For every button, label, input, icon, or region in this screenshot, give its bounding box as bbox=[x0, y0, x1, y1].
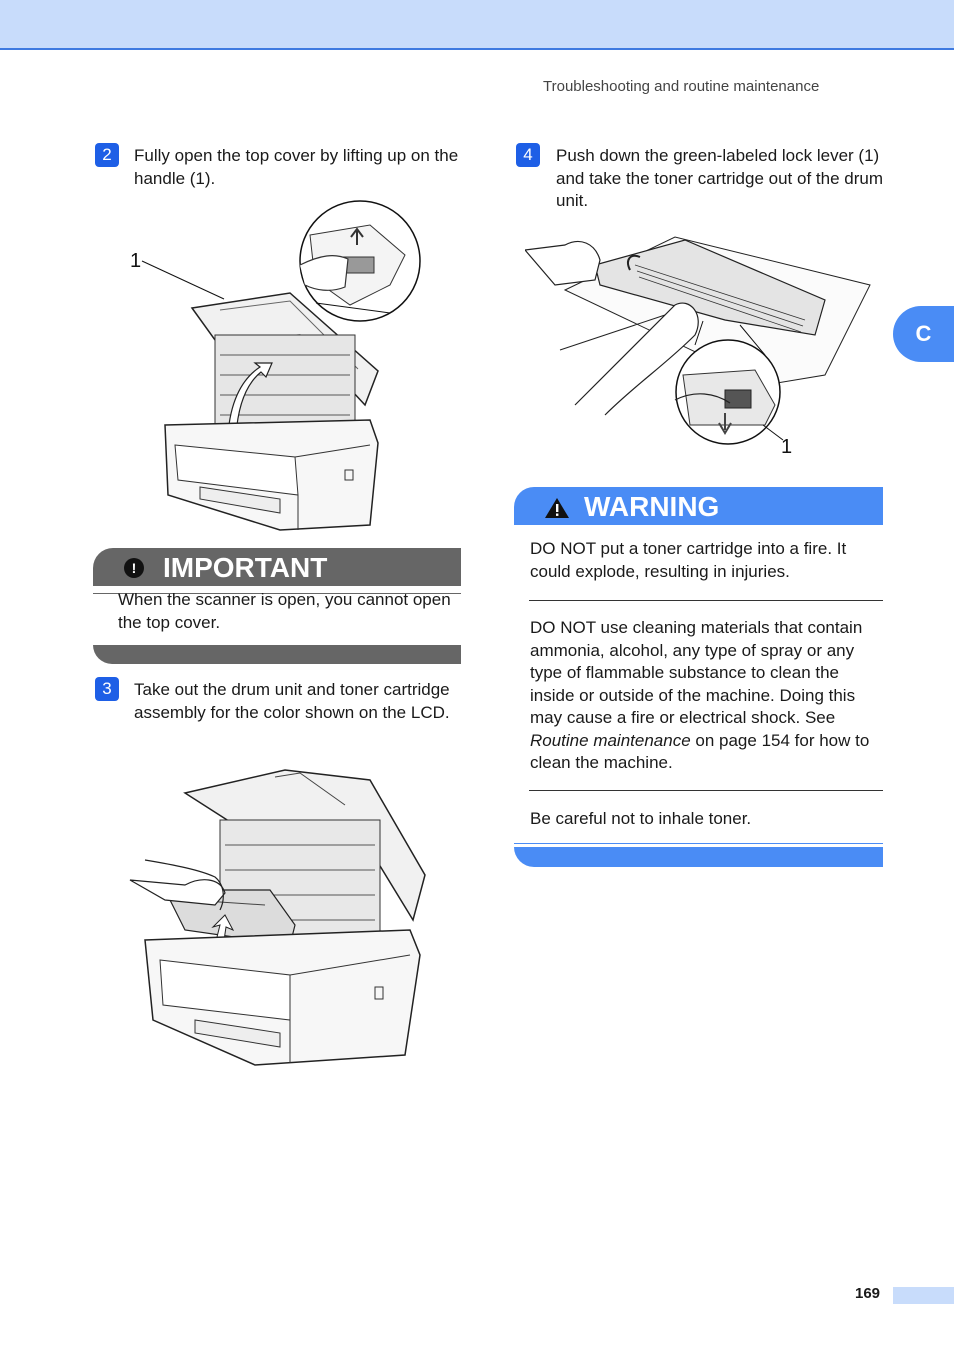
warning-divider bbox=[529, 790, 883, 791]
warning-footer bbox=[514, 847, 883, 867]
figure-open-top-cover: 1 bbox=[130, 200, 421, 531]
warning-para-fire: DO NOT put a toner cartridge into a fire… bbox=[530, 539, 847, 581]
warning-header: WARNING bbox=[514, 487, 883, 525]
step-2-badge: 2 bbox=[95, 143, 119, 167]
important-body: When the scanner is open, you cannot ope… bbox=[118, 590, 451, 632]
important-title: IMPORTANT bbox=[163, 552, 328, 583]
warning-para-cleaning-text: DO NOT use cleaning materials that conta… bbox=[530, 618, 863, 727]
warning-bottom-line bbox=[514, 843, 883, 844]
step-2-text: Fully open the top cover by lifting up o… bbox=[134, 146, 459, 188]
figure-remove-drum-unit bbox=[129, 769, 426, 1066]
step-4-badge: 4 bbox=[516, 143, 540, 167]
callout-1-label: 1 bbox=[781, 436, 792, 458]
step-4-text: Push down the green-labeled lock lever (… bbox=[556, 146, 883, 210]
warning-para-cleaning: DO NOT use cleaning materials that conta… bbox=[530, 617, 882, 775]
chapter-tab: C bbox=[893, 306, 954, 362]
figure-separate-toner: 1 bbox=[525, 236, 871, 458]
page-number: 169 bbox=[855, 1285, 881, 1302]
important-divider bbox=[93, 593, 461, 594]
routine-maintenance-link[interactable]: Routine maintenance bbox=[530, 730, 691, 750]
exclamation-icon: ! bbox=[124, 558, 144, 578]
step-3-text: Take out the drum unit and toner cartrid… bbox=[134, 680, 450, 722]
warning-title: WARNING bbox=[584, 491, 720, 522]
header-band bbox=[0, 0, 954, 50]
important-footer bbox=[93, 645, 461, 664]
step-3-badge: 3 bbox=[95, 677, 119, 701]
important-header: ! IMPORTANT bbox=[93, 548, 461, 586]
callout-1-label: 1 bbox=[130, 250, 141, 272]
warning-divider bbox=[529, 600, 883, 601]
warning-para-cleaning-tail: on page 154 for how to clean the machine… bbox=[530, 730, 870, 773]
running-head: Troubleshooting and routine maintenance bbox=[543, 78, 820, 95]
warning-para-inhale: Be careful not to inhale toner. bbox=[530, 809, 752, 828]
warning-triangle-icon bbox=[545, 498, 569, 518]
page-number-bar bbox=[893, 1287, 954, 1304]
